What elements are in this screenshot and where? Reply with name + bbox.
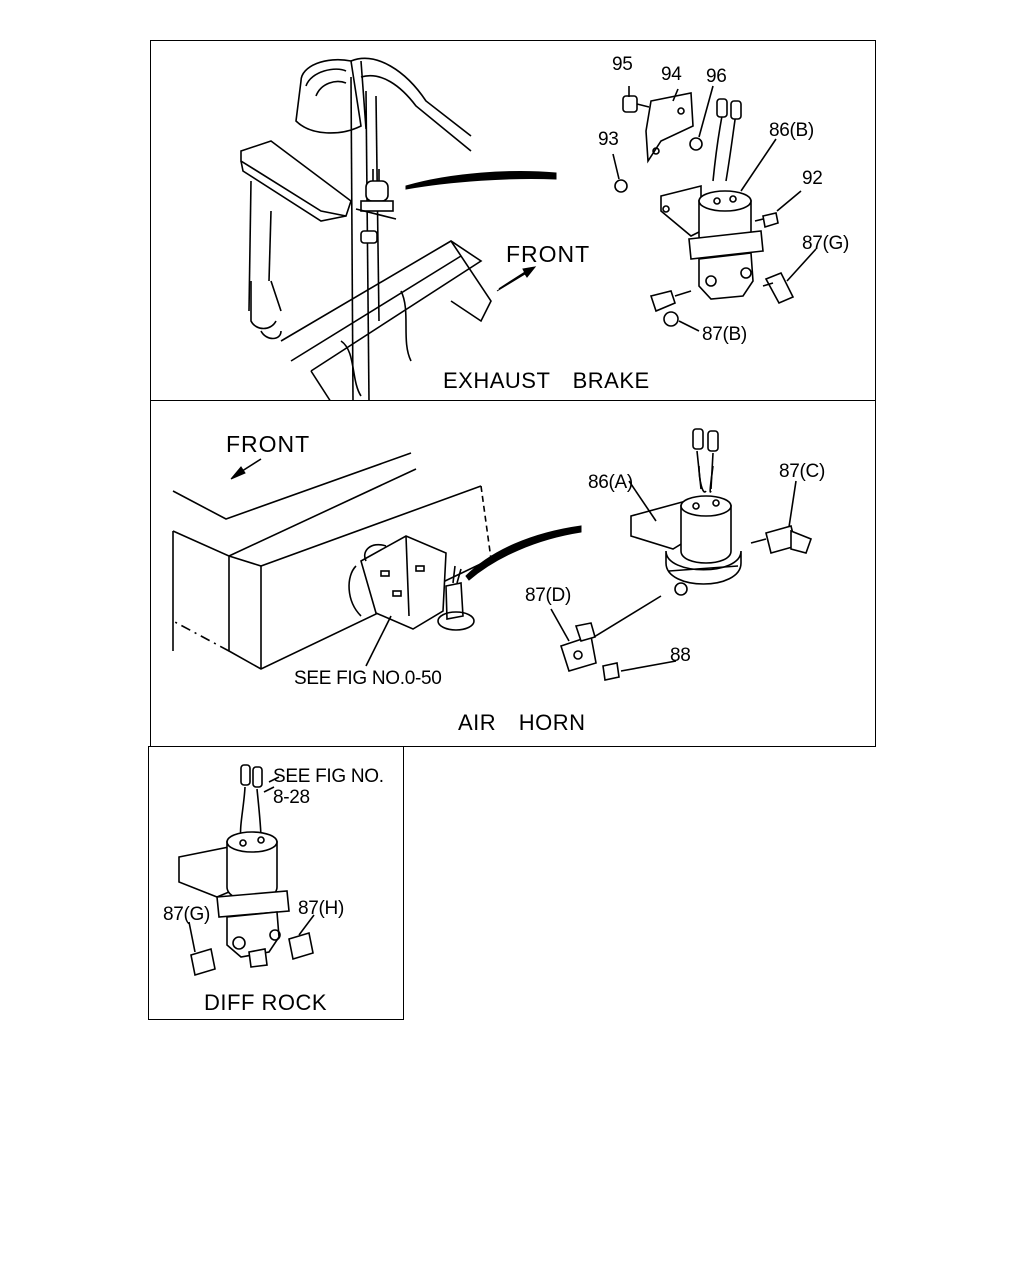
callout-94: 94 — [661, 64, 682, 85]
callout-87g: 87(G) — [802, 233, 850, 254]
diff-rock-panel: SEE FIG NO. 8-28 87(G) 87(H) DIFF ROCK — [148, 746, 404, 1020]
air-horn-front-arrow — [230, 458, 262, 480]
callout-86a: 86(A) — [588, 472, 633, 493]
diff-rock-drawing — [178, 764, 315, 977]
callout-87h: 87(H) — [298, 898, 345, 919]
diff-rock-valve-assembly — [178, 764, 315, 977]
exhaust-brake-leader-curve — [405, 171, 557, 190]
exhaust-brake-vehicle-frame — [240, 57, 492, 403]
callout-87d: 87(D) — [525, 585, 572, 606]
callout-87b: 87(B) — [702, 324, 747, 345]
exhaust-brake-valve-in-place — [355, 169, 397, 244]
air-horn-leader-lines — [550, 480, 797, 672]
diff-rock-caption: DIFF ROCK — [204, 990, 328, 1015]
callout-95: 95 — [612, 54, 633, 75]
air-horn-front-label: FRONT — [226, 431, 311, 457]
air-horn-see-fig: SEE FIG NO.0-50 — [294, 668, 442, 689]
callout-92: 92 — [802, 168, 823, 189]
air-horn-leader-curve — [465, 525, 582, 581]
callout-88: 88 — [670, 645, 691, 666]
exhaust-brake-drawing — [240, 57, 817, 403]
air-horn-see-fig-leader — [365, 615, 392, 667]
exhaust-brake-caption: EXHAUST BRAKE — [443, 368, 650, 393]
diff-rock-see-fig-line2: 8-28 — [273, 787, 310, 808]
callout-96: 96 — [706, 66, 727, 87]
exhaust-brake-front-label: FRONT — [506, 241, 591, 267]
exhaust-brake-valve-assembly — [614, 92, 795, 327]
air-horn-drawing — [172, 428, 813, 681]
air-horn-panel: FRONT 86(A) 87(C) 87(D) 88 SEE FIG NO.0-… — [150, 400, 876, 747]
diff-rock-see-fig-line1: SEE FIG NO. — [273, 766, 384, 787]
air-horn-frame-rail — [172, 452, 492, 670]
callout-86b: 86(B) — [769, 120, 814, 141]
callout-87g-diff: 87(G) — [163, 904, 211, 925]
exhaust-brake-front-arrow — [496, 266, 537, 292]
callout-87c: 87(C) — [779, 461, 826, 482]
exhaust-brake-panel: 95 94 96 93 86(B) 92 87(G) 87(B) FRONT E… — [150, 40, 876, 403]
callout-93: 93 — [598, 129, 619, 150]
air-horn-bracket-in-place — [348, 535, 475, 631]
air-horn-caption: AIR HORN — [458, 710, 586, 735]
air-horn-valve-assembly — [559, 428, 813, 681]
exhaust-brake-leader-lines — [612, 85, 817, 332]
